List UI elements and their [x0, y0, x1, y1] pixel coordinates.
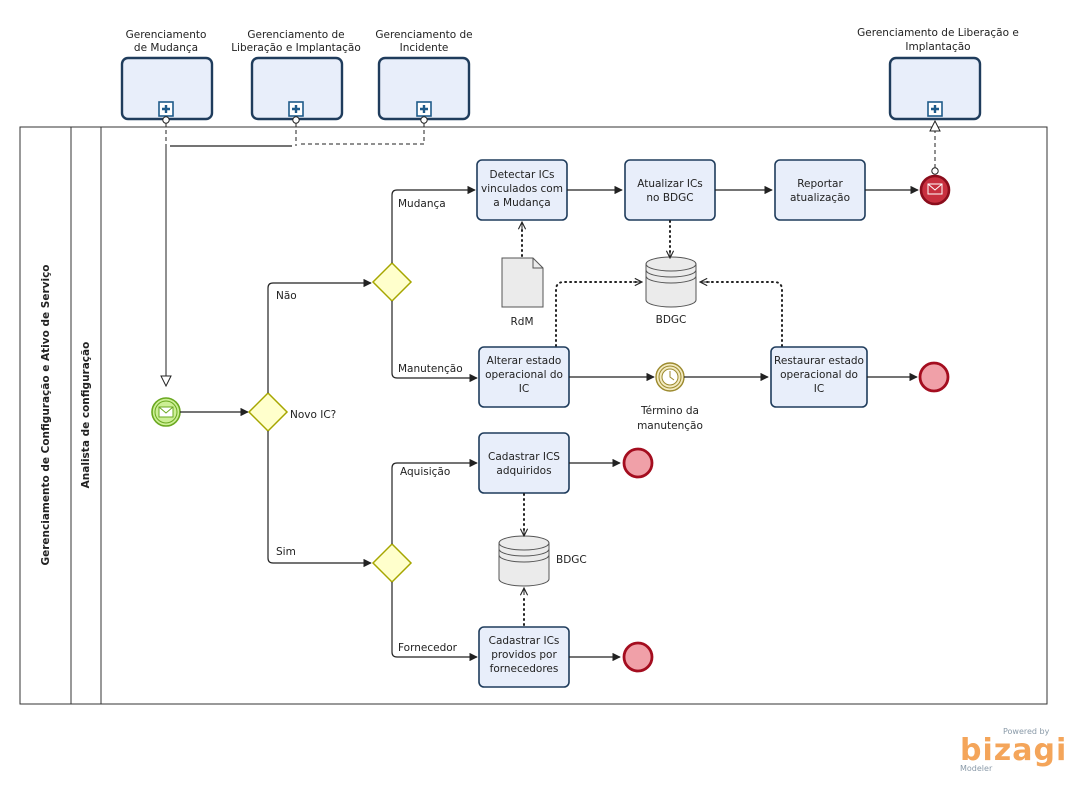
subprocess-gerenciamento-de-incidente[interactable]: Gerenciamento de Incidente [375, 29, 473, 121]
subprocess-gerenciamento-de-liberacao-right[interactable]: Gerenciamento de Liberação e Implantação [857, 27, 1019, 121]
task-label-line: adquiridos [496, 465, 551, 477]
data-object-rdm[interactable]: RdM [501, 257, 544, 328]
start-message-event[interactable] [151, 397, 181, 427]
task-label-line: Alterar estado [487, 355, 562, 367]
expand-icon[interactable] [416, 101, 432, 117]
subprocess-gerenciamento-de-liberacao[interactable]: Gerenciamento de Liberação e Implantação [231, 29, 361, 121]
subprocess-label-line: Incidente [400, 42, 449, 54]
gateway-label: Novo IC? [290, 409, 336, 421]
subprocess-label-line: Gerenciamento de [247, 29, 344, 41]
modeler-text: Modeler [960, 764, 993, 773]
expand-icon[interactable] [288, 101, 304, 117]
data-store-label: BDGC [656, 314, 687, 326]
task-label-line: fornecedores [490, 663, 559, 675]
lane-title: Analista de configuração [80, 342, 92, 489]
flow-label-nao: Não [276, 290, 297, 302]
data-store-bdgc-bottom[interactable]: BDGC [498, 535, 587, 587]
clock-icon [661, 368, 679, 386]
flow-label-mudanca: Mudança [398, 198, 446, 210]
timer-label-line: manutenção [637, 420, 703, 432]
message-flows [163, 116, 938, 386]
flow-label-aquisicao: Aquisição [400, 466, 450, 478]
flow-label-manutencao: Manutenção [398, 363, 463, 375]
timer-event-termino-manutencao[interactable]: Término da manutenção [637, 362, 703, 432]
task-label-line: Restaurar estado [774, 355, 864, 367]
pool: Gerenciamento de Configuração e Ativo de… [19, 126, 1048, 705]
task-restaurar-estado[interactable]: Restaurar estado operacional do IC [770, 346, 868, 408]
subprocess-label-line: Liberação e Implantação [231, 42, 361, 54]
expand-icon[interactable] [158, 101, 174, 117]
pool-title: Gerenciamento de Configuração e Ativo de… [40, 264, 52, 565]
task-label-line: no BDGC [646, 192, 693, 204]
task-cadastrar-ics-adquiridos[interactable]: Cadastrar ICS adquiridos [478, 432, 570, 494]
data-object-label: RdM [510, 316, 533, 328]
bizagi-branding: Powered by bizagi Modeler [960, 727, 1067, 773]
task-label-line: a Mudança [493, 197, 550, 209]
end-message-event[interactable] [919, 174, 951, 206]
powered-by-text: Powered by [1003, 727, 1050, 736]
task-label-line: IC [814, 383, 824, 395]
timer-label-line: Término da [640, 405, 699, 417]
subprocess-gerenciamento-de-mudanca[interactable]: Gerenciamento de Mudança [120, 29, 214, 121]
task-label-line: providos por [491, 649, 557, 661]
envelope-icon [927, 183, 943, 195]
task-label-line: Cadastrar ICs [489, 635, 560, 647]
task-detectar-ics[interactable]: Detectar ICs vinculados com a Mudança [476, 159, 568, 221]
task-label-line: Detectar ICs [490, 169, 555, 181]
task-label-line: atualização [790, 192, 850, 204]
subprocess-label-line: de Mudança [134, 42, 198, 54]
task-label-line: operacional do [780, 369, 858, 381]
envelope-icon [158, 406, 174, 418]
task-label-line: Atualizar ICs [637, 178, 703, 190]
end-event-restaurar[interactable] [918, 361, 950, 393]
task-label-line: IC [519, 383, 529, 395]
task-cadastrar-ics-fornecedores[interactable]: Cadastrar ICs providos por fornecedores [478, 626, 570, 688]
task-atualizar-ics[interactable]: Atualizar ICs no BDGC [624, 159, 716, 221]
task-reportar-atualizacao[interactable]: Reportar atualização [774, 159, 866, 221]
end-event-fornecedores[interactable] [622, 641, 654, 673]
bizagi-logo: bizagi [960, 733, 1067, 768]
flow-label-sim: Sim [276, 546, 296, 558]
subprocess-label-line: Gerenciamento [126, 29, 207, 41]
task-alterar-estado[interactable]: Alterar estado operacional do IC [478, 346, 570, 408]
end-event-adquiridos[interactable] [622, 447, 654, 479]
subprocess-label-line: Gerenciamento de Liberação e [857, 27, 1019, 39]
task-label-line: vinculados com [481, 183, 563, 195]
flow-label-fornecedor: Fornecedor [398, 642, 458, 654]
task-label-line: Cadastrar ICS [488, 451, 560, 463]
gateway-novo-ic[interactable]: Novo IC? [247, 391, 336, 433]
subprocess-label-line: Implantação [905, 41, 970, 53]
subprocess-label-line: Gerenciamento de [375, 29, 472, 41]
task-label-line: Reportar [797, 178, 843, 190]
expand-icon[interactable] [927, 101, 943, 117]
data-store-label: BDGC [556, 554, 587, 566]
task-label-line: operacional do [485, 369, 563, 381]
